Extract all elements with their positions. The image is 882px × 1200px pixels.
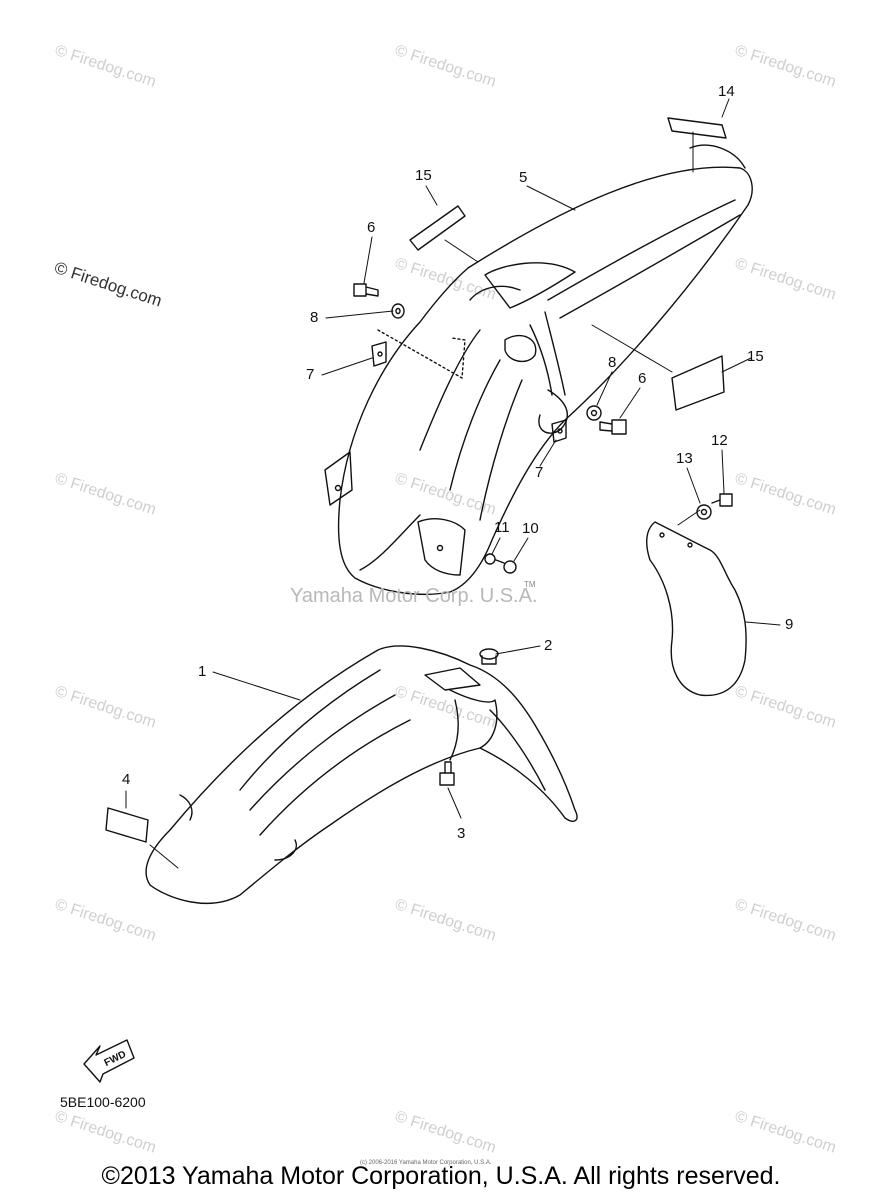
center-watermark: Yamaha Motor Corp. U.S.A. [290,585,538,607]
callout-4: 4 [122,771,131,788]
leader-lines [125,98,781,869]
decal-15-right [671,355,725,411]
decal-15-left [409,205,466,251]
mud-flap [646,521,747,697]
fwd-arrow-icon: FWD [83,1039,135,1083]
callout-1: 1 [198,663,207,680]
bolt-3 [439,761,455,786]
bolt-12 [711,493,733,507]
callout-10: 10 [522,520,539,537]
grommet-2 [479,648,499,665]
callout-12: 12 [711,432,728,449]
washer-13 [696,504,712,520]
collar-8-right [586,405,602,421]
callout-11: 11 [494,519,510,536]
callout-2: 2 [544,637,553,654]
callout-8-left: 8 [310,309,319,326]
decal-4 [105,807,149,843]
figure-code: 5BE100-6200 [60,1094,146,1110]
callout-6-right: 6 [638,370,647,387]
callout-8-right: 8 [608,354,617,371]
callout-15-left: 15 [415,167,432,184]
dotted-guide [377,329,466,379]
collar-8-left [391,303,405,319]
callout-5: 5 [519,169,528,186]
callout-7-right: 7 [535,464,544,481]
front-fender [145,645,578,904]
tiny-copyright-note: (c) 2006-2016 Yamaha Motor Corporation, … [360,1160,492,1166]
nut-7-left [371,341,387,367]
callout-3: 3 [457,825,466,842]
callout-15-right: 15 [747,348,764,365]
bolt-6-left [353,283,379,297]
callout-7-left: 7 [306,366,315,383]
trademark-mark: TM [524,580,536,589]
rear-fender [324,144,753,595]
decal-14 [667,117,727,139]
copyright-footer: ©2013 Yamaha Motor Corporation, U.S.A. A… [101,1162,781,1190]
washer-11 [484,553,496,565]
callout-13: 13 [676,450,693,467]
callout-9: 9 [785,616,794,633]
bolt-6-right [599,419,627,435]
nut-7-right [551,419,567,443]
bolt-10 [495,559,517,574]
callout-14: 14 [718,83,735,100]
callout-6-left: 6 [367,219,376,236]
